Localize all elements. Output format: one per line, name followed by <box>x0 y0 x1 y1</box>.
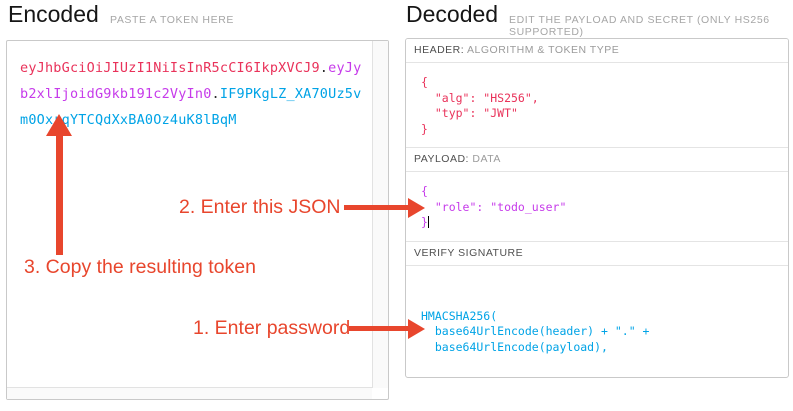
arrow-right-icon <box>344 205 408 210</box>
payload-section-label: PAYLOAD: <box>414 153 469 165</box>
token-header-segment: eyJhbGciOiJIUzI1NiIsInR5cCI6IkpXVCJ9 <box>20 60 320 76</box>
horizontal-scrollbar[interactable] <box>7 387 372 399</box>
arrow-right-head-icon <box>408 198 425 218</box>
decoded-panel: HEADER: ALGORITHM & TOKEN TYPE { "alg": … <box>405 38 789 378</box>
payload-section-sublabel: DATA <box>472 153 501 165</box>
token-signature-segment: IF9PKgLZ_XA70Uz5vm0OxrqYTCQdXxBA0Oz4uK8l… <box>20 86 362 128</box>
arrow-up-icon <box>46 114 72 136</box>
header-json-editor[interactable]: { "alg": "HS256", "typ": "JWT" } <box>406 63 788 148</box>
decoded-title: Decoded <box>406 1 499 27</box>
decoded-subtitle: EDIT THE PAYLOAD AND SECRET (ONLY HS256 … <box>509 14 770 38</box>
annotation-step2: 2. Enter this JSON <box>179 196 341 218</box>
payload-section-bar: PAYLOAD: DATA <box>406 148 788 172</box>
signature-section-label: VERIFY SIGNATURE <box>414 246 524 259</box>
header-section-sublabel: ALGORITHM & TOKEN TYPE <box>467 44 620 56</box>
annotation-step3: 3. Copy the resulting token <box>24 256 256 278</box>
arrow-up-shaft-icon <box>56 135 63 255</box>
arrow-right-head-icon <box>408 319 425 339</box>
arrow-right-icon <box>349 326 408 331</box>
signature-section-bar: VERIFY SIGNATURE <box>406 241 788 266</box>
encoded-subtitle: PASTE A TOKEN HERE <box>110 14 235 26</box>
annotation-step1: 1. Enter password <box>193 317 351 339</box>
encoded-title: Encoded <box>8 1 99 27</box>
token-separator-dot: . <box>319 60 329 76</box>
verify-signature-block: HMACSHA256( base64UrlEncode(header) + ".… <box>406 266 788 378</box>
token-payload-segment: eyJyb2xlIjoidG9kb191c2VyIn0 <box>20 60 362 102</box>
signature-code-text: HMACSHA256( base64UrlEncode(header) + ".… <box>421 308 650 354</box>
header-section-label: HEADER: <box>414 44 465 56</box>
vertical-scrollbar[interactable] <box>372 41 388 388</box>
payload-json-text: { "role": "todo_user" } <box>421 184 567 229</box>
token-separator-dot: . <box>211 86 220 102</box>
text-cursor <box>427 216 429 228</box>
encoded-token-text[interactable]: eyJhbGciOiJIUzI1NiIsInR5cCI6IkpXVCJ9.eyJ… <box>20 55 368 133</box>
encoded-token-editor[interactable]: eyJhbGciOiJIUzI1NiIsInR5cCI6IkpXVCJ9.eyJ… <box>6 40 389 400</box>
payload-json-editor[interactable]: { "role": "todo_user" } <box>406 172 788 242</box>
header-section-bar: HEADER: ALGORITHM & TOKEN TYPE <box>406 39 788 63</box>
